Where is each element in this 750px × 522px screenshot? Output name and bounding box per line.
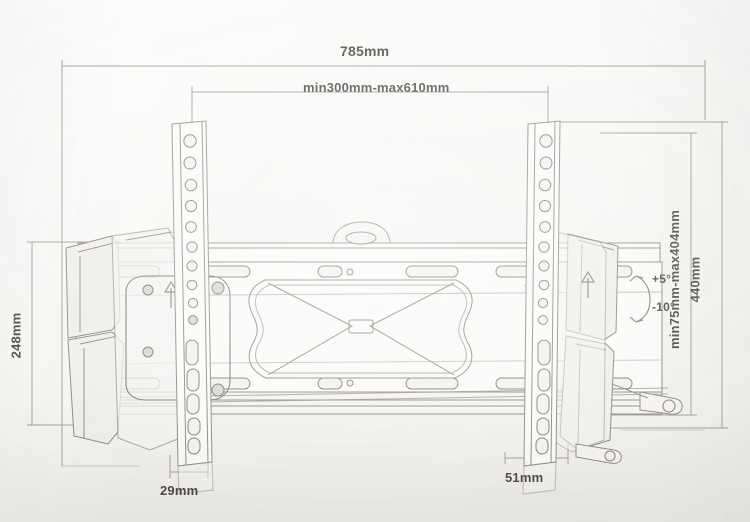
right-rail-round-holes [537,134,553,325]
label-bracket-height: 248mm [8,312,24,359]
left-tilt-wing [65,227,231,451]
label-left-depth: 29mm [160,483,199,498]
left-tilt-linkage [125,275,231,401]
right-vertical-rail [522,120,561,495]
right-extension-tab [639,391,683,415]
dim-overall-width [61,60,706,466]
left-vertical-rail [171,120,214,495]
dim-vesa-height-range [600,132,697,416]
label-overall-height: 440mm [687,256,703,303]
center-bowtie-emboss [249,280,472,378]
tilt-angle-indicator [629,275,651,323]
label-stud-span: min300mm-max610mm [303,80,450,95]
right-tilt-wing [547,231,622,464]
center-hook-tab [332,221,391,245]
right-up-arrow [581,271,595,298]
left-rail-slots [185,339,201,455]
left-up-arrow [164,281,178,308]
left-rail-round-holes [183,134,199,325]
label-tilt-down-angle: -10° [652,300,675,314]
right-rail-slots [535,339,551,455]
label-overall-width: 785mm [340,43,390,59]
label-right-depth: 51mm [505,470,544,485]
label-tilt-up-angle: +5° [652,272,672,286]
